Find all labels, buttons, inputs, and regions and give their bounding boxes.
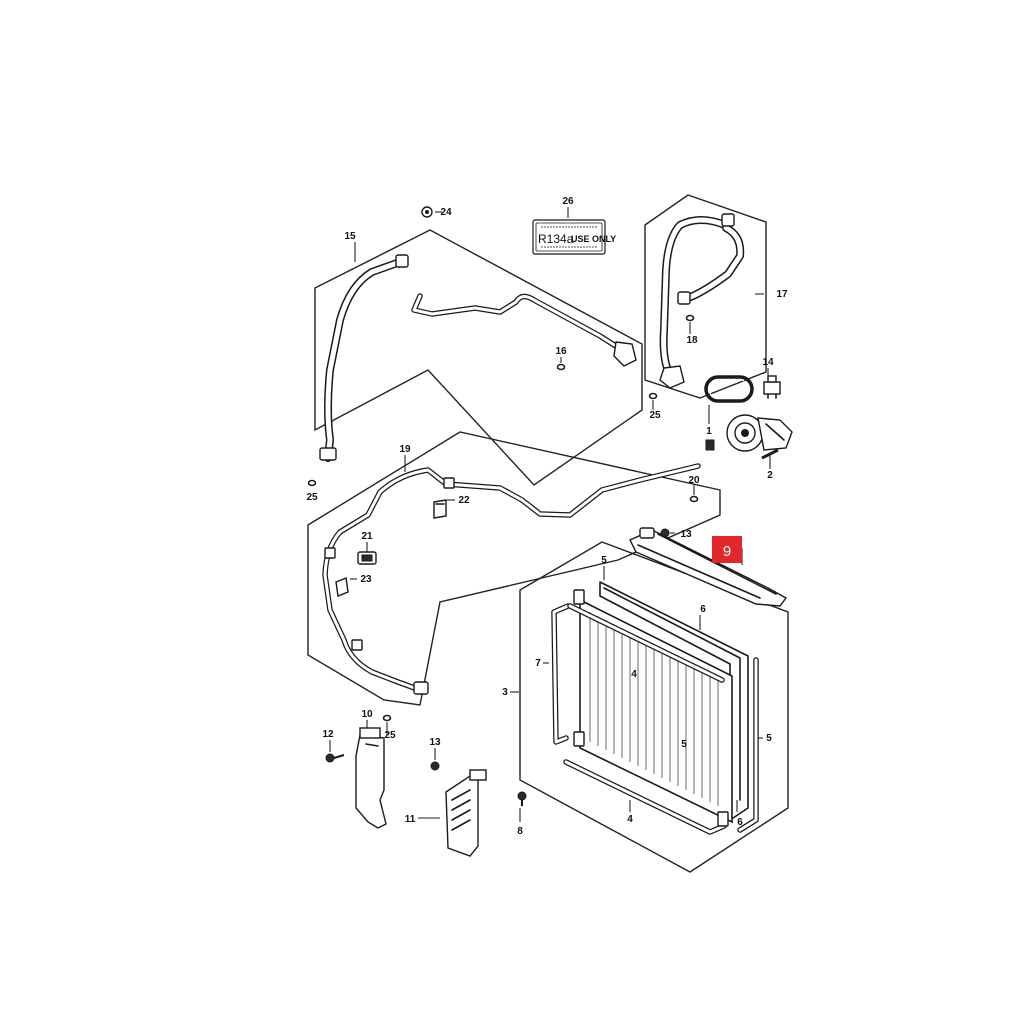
callout-24: 24 xyxy=(440,207,452,218)
condenser-fins xyxy=(589,612,719,806)
callout-13-upper: 13 xyxy=(680,529,692,540)
seal-9 xyxy=(629,527,788,607)
o-ring-25c xyxy=(382,714,392,722)
suction-hose-15 xyxy=(319,254,637,462)
callout-5-middle: 5 xyxy=(681,739,687,750)
frame-hose-17 xyxy=(644,194,767,399)
frame-pipe-19 xyxy=(307,431,721,706)
callout-20: 20 xyxy=(688,475,700,486)
callout-5-right: 5 xyxy=(766,733,772,744)
callout-25-left: 25 xyxy=(306,492,318,503)
o-ring-16 xyxy=(556,363,566,371)
o-ring-18 xyxy=(685,314,695,322)
callout-5-top: 5 xyxy=(601,555,607,566)
bracket-10 xyxy=(355,727,387,829)
condenser-assembly xyxy=(551,581,759,835)
label-r134a-text: R134a xyxy=(538,232,574,246)
nut-13a xyxy=(660,528,670,538)
clamp-23 xyxy=(335,577,349,597)
discharge-hose-17 xyxy=(659,213,745,389)
clamp-21 xyxy=(357,551,377,565)
bolt-12 xyxy=(325,753,345,763)
callout-8: 8 xyxy=(517,826,523,837)
liquid-pipe-19 xyxy=(322,463,701,695)
nut-13b xyxy=(430,761,440,771)
callout-10: 10 xyxy=(361,709,373,720)
bolt-8 xyxy=(517,791,527,806)
label-26-r134a: R134a USE ONLY xyxy=(532,219,616,255)
label-use-only-text: USE ONLY xyxy=(571,234,616,244)
relay-14 xyxy=(763,375,781,399)
callout-11: 11 xyxy=(405,814,416,825)
callout-1: 1 xyxy=(706,426,712,437)
callout-17: 17 xyxy=(776,289,788,300)
callout-12: 12 xyxy=(322,729,334,740)
callout-26: 26 xyxy=(562,196,574,207)
callout-16: 16 xyxy=(555,346,567,357)
callout-7: 7 xyxy=(535,658,541,669)
callout-3: 3 xyxy=(502,687,508,698)
callout-6-bottom: 6 xyxy=(737,817,743,828)
callout-14: 14 xyxy=(762,357,774,368)
clamp-22 xyxy=(433,499,447,519)
bolt-2 xyxy=(761,448,779,460)
callout-25-lower: 25 xyxy=(384,730,396,741)
bracket-11 xyxy=(445,769,487,857)
callout-19: 19 xyxy=(399,444,411,455)
callout-2: 2 xyxy=(767,470,773,481)
callout-4-upper: 4 xyxy=(631,669,637,680)
callout-25-upper: 25 xyxy=(649,410,661,421)
callout-13-lower: 13 xyxy=(429,737,441,748)
highlight-9-text: 9 xyxy=(723,543,731,560)
callout-4-lower: 4 xyxy=(627,814,633,825)
o-ring-25b xyxy=(648,392,658,400)
o-ring-25a xyxy=(307,479,317,487)
callout-18: 18 xyxy=(686,335,698,346)
callout-23: 23 xyxy=(360,574,372,585)
callout-6-top: 6 xyxy=(700,604,706,615)
drive-belt-1 xyxy=(704,375,754,403)
callout-22: 22 xyxy=(458,495,470,506)
frame-condenser xyxy=(519,541,789,873)
callout-21: 21 xyxy=(361,531,373,542)
o-ring-24 xyxy=(421,206,433,218)
highlight-badge-9: 9 xyxy=(712,536,742,563)
callout-15: 15 xyxy=(344,231,356,242)
o-ring-20 xyxy=(689,495,699,503)
compressor xyxy=(705,414,793,452)
frame-hose-15 xyxy=(314,229,643,486)
